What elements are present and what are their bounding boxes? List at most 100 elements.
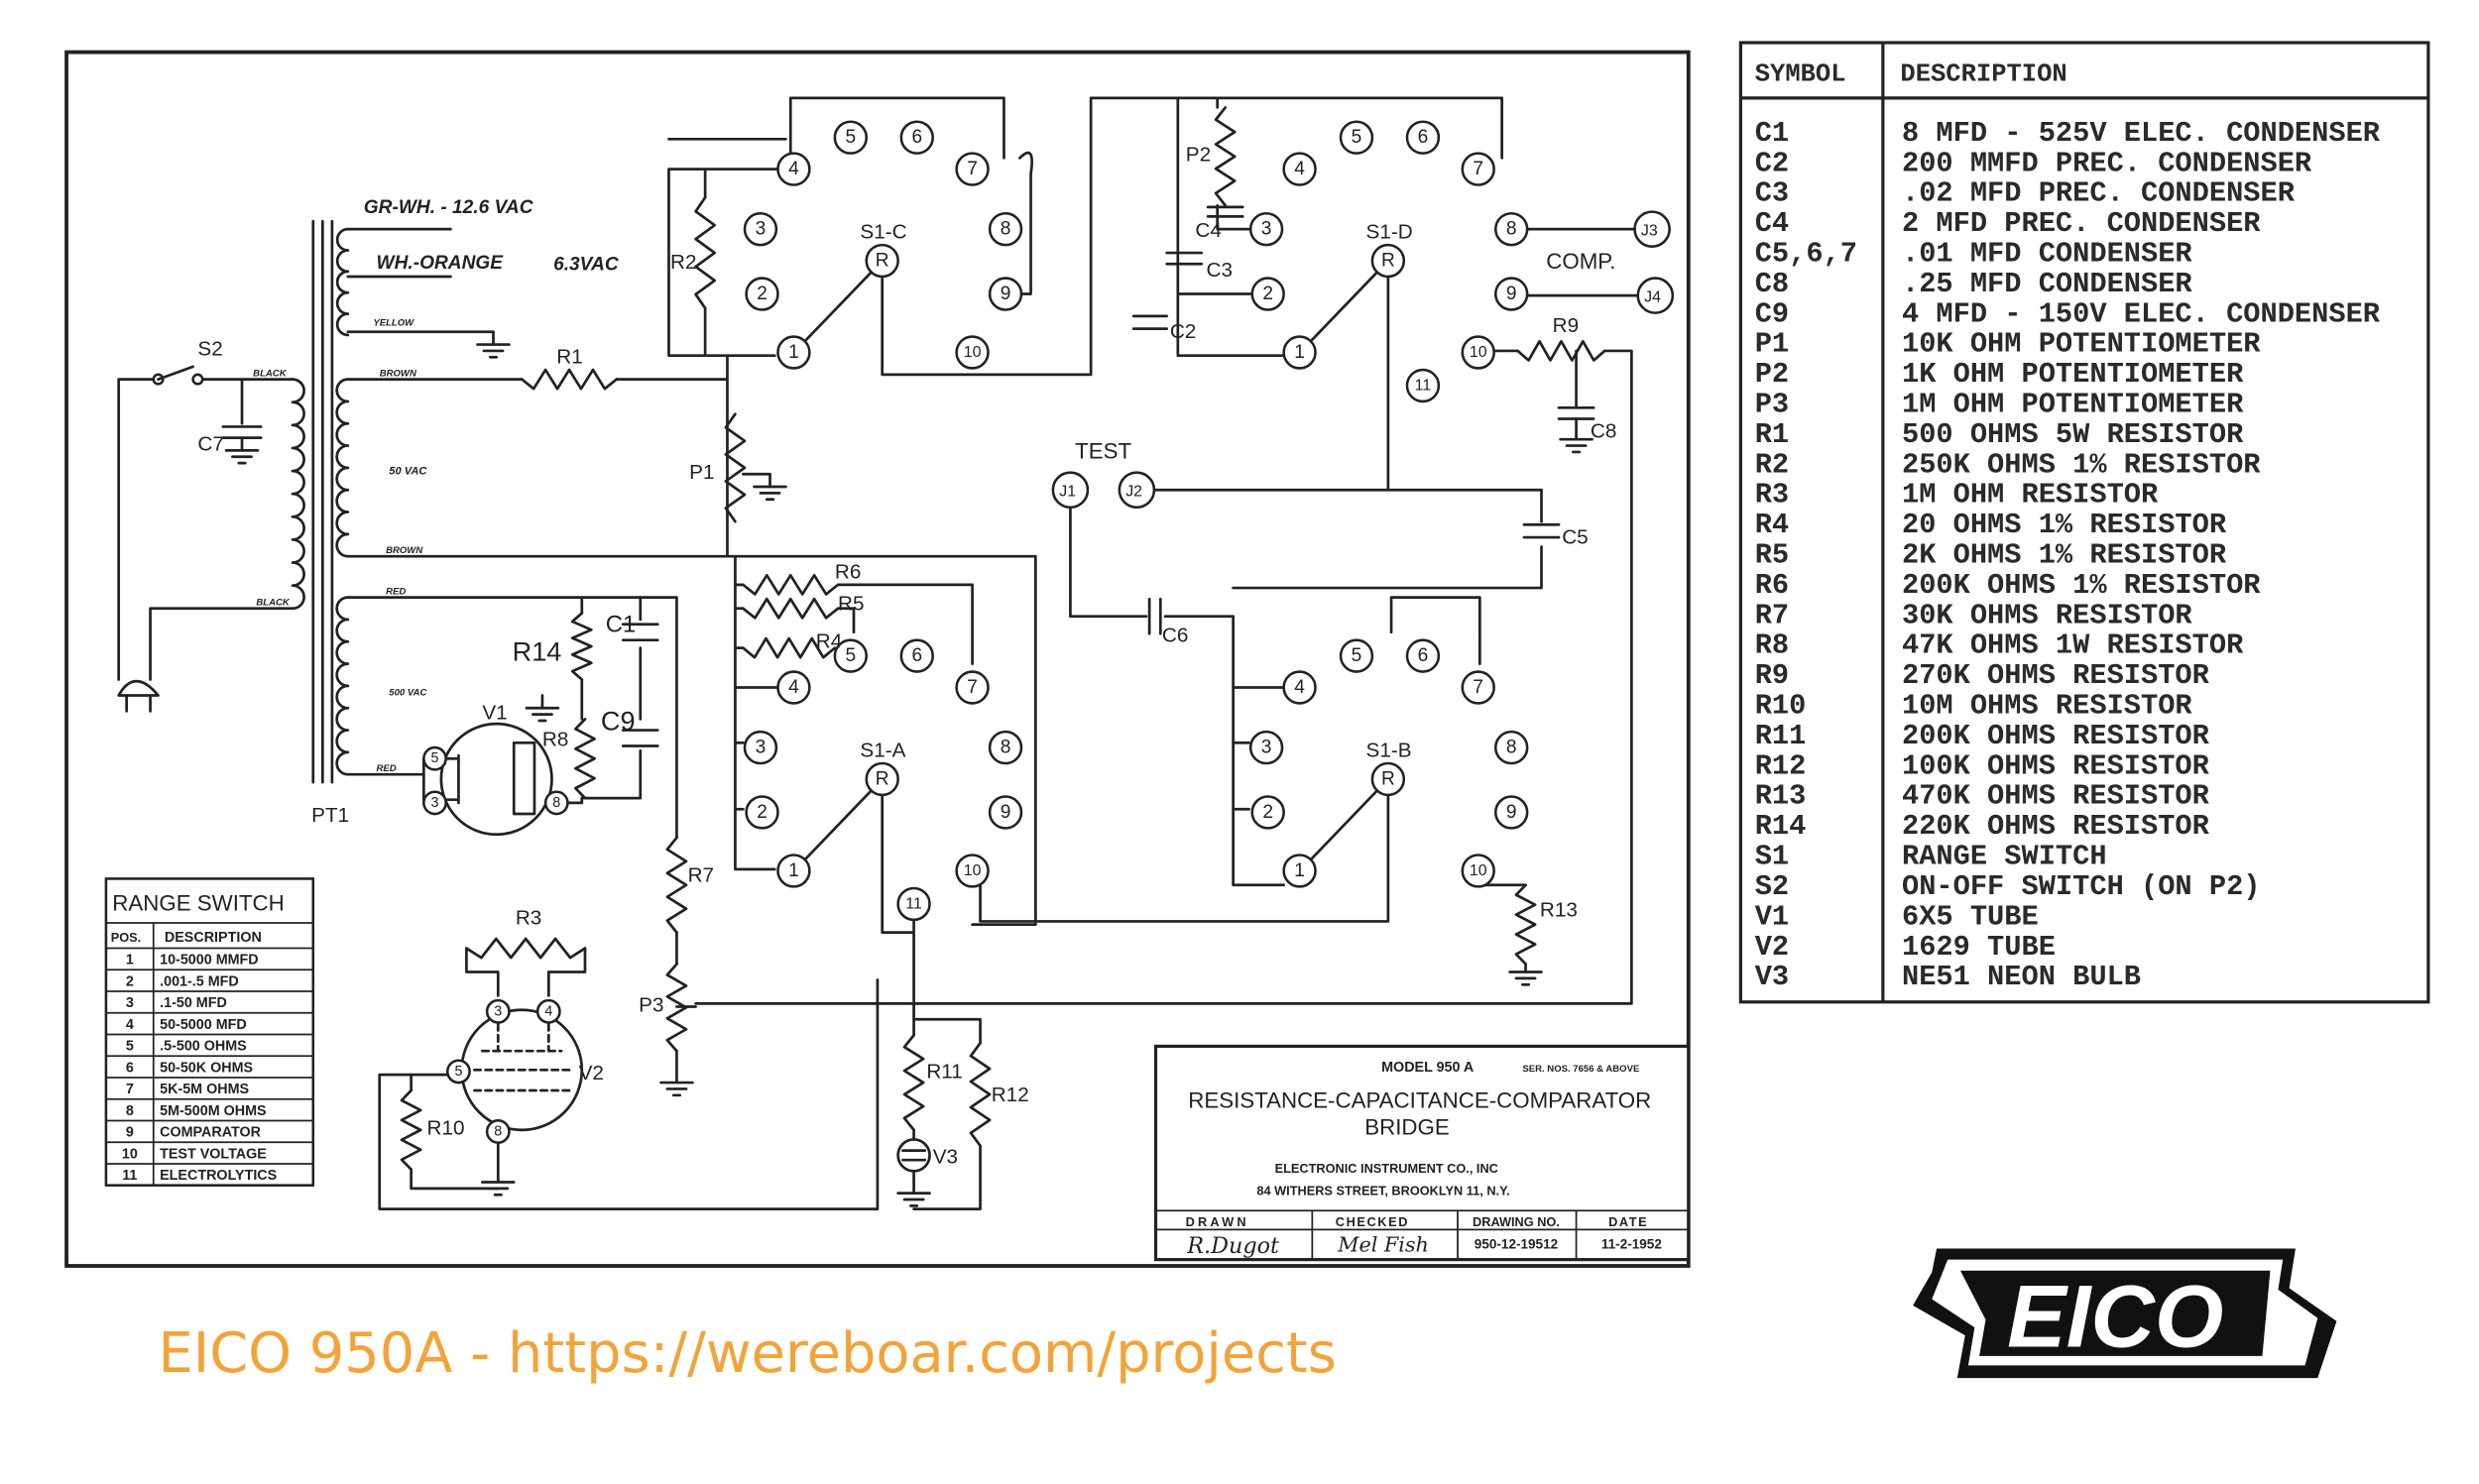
part-symbol: R11: [1755, 720, 1807, 752]
range-description: 5M-500M OHMS: [160, 1103, 266, 1119]
switch-terminal: [1248, 211, 1284, 247]
part-symbol: S2: [1755, 870, 1789, 903]
label-c9: C9: [601, 706, 636, 737]
ground-icon: [224, 449, 260, 465]
switch-terminal: [833, 638, 869, 673]
terminal-number: 8: [1001, 219, 1011, 240]
range-switch-row: 3.1-50 MFD: [105, 995, 313, 1014]
terminal-number: 2: [757, 802, 767, 823]
wire: [694, 349, 1633, 1005]
eico-logo: EICO: [1913, 1248, 2337, 1379]
ground-icon: [476, 343, 511, 359]
wire: [1018, 151, 1034, 295]
terminal-number: 1: [788, 860, 799, 881]
label-6-3vac: 6.3VAC: [553, 255, 620, 276]
power-plug-icon: [117, 679, 160, 713]
range-switch-row: 8 5M-500M OHMS: [105, 1103, 313, 1122]
label-red-2: RED: [377, 763, 397, 774]
label-comp: COMP.: [1546, 249, 1615, 274]
part-symbol: C5,6,7: [1755, 237, 1857, 270]
range-description: 50-5000 MFD: [160, 1017, 247, 1033]
terminal-number: 9: [1506, 284, 1517, 304]
part-symbol: C9: [1755, 297, 1789, 330]
switch-terminal: [776, 854, 811, 888]
label-gr-wh-12-6vac: GR-WH. - 12.6 VAC: [364, 197, 534, 218]
part-description: 4 MFD - 150V ELEC. CONDENSER: [1902, 297, 2381, 330]
range-pos: 2: [126, 973, 134, 989]
wire: [117, 378, 295, 681]
grounds: [224, 343, 1594, 1207]
part-symbol: R7: [1755, 599, 1789, 631]
part-description: 1K OHM POTENTIOMETER: [1902, 358, 2244, 391]
switch-terminal: [988, 211, 1023, 247]
range-description: COMPARATOR: [160, 1125, 262, 1141]
wire: [465, 947, 587, 997]
terminal-number: 1: [1294, 860, 1305, 881]
wire: [1069, 506, 1285, 887]
label-j2: J2: [1125, 484, 1142, 501]
terminal-number: 9: [1001, 802, 1011, 823]
jack-j2[interactable]: [1118, 471, 1156, 510]
v2-pin-5: 5: [454, 1064, 462, 1080]
wire: [1389, 596, 1481, 665]
part-symbol: R2: [1755, 448, 1789, 481]
switch-terminal: [833, 120, 869, 155]
terminal-number: 6: [911, 127, 922, 148]
part-symbol: C2: [1755, 147, 1789, 179]
terminal-number: 2: [1262, 284, 1273, 304]
range-description: 10-5000 MMFD: [160, 953, 259, 969]
v2-pin-4: 4: [544, 1003, 552, 1019]
resistor-r9: [1516, 340, 1606, 362]
capacitor-c5: [1522, 522, 1561, 539]
part-description: 250K OHMS 1% RESISTOR: [1902, 448, 2261, 481]
jack-j4[interactable]: [1636, 277, 1675, 314]
range-header-description: DESCRIPTION: [165, 930, 262, 946]
parts-list-row: V1 6X5 TUBE: [1755, 900, 2039, 933]
label-r2: R2: [670, 251, 697, 274]
jacks: [1051, 210, 1675, 510]
wire: [667, 168, 779, 358]
range-pos: 8: [126, 1103, 134, 1119]
part-description: 30K OHMS RESISTOR: [1902, 599, 2192, 631]
parts-list-row: C8.25 MFD CONDENSER: [1755, 268, 2193, 300]
range-pos: 4: [126, 1017, 134, 1033]
terminal-number: 8: [1506, 738, 1517, 758]
switch-terminal: [988, 730, 1023, 765]
terminal-number: 7: [967, 677, 978, 698]
switch-terminal: [1405, 368, 1441, 403]
eico-logo-text: EICO: [2007, 1266, 2223, 1365]
jack-j1[interactable]: [1051, 471, 1090, 510]
label-black: BLACK: [253, 368, 288, 379]
label-s2: S2: [197, 338, 222, 361]
part-description: .02 MFD PREC. CONDENSER: [1902, 177, 2296, 210]
part-symbol: V1: [1755, 900, 1789, 933]
date-label: DATE: [1608, 1214, 1648, 1229]
label-c4: C4: [1195, 219, 1222, 242]
switch-terminal: [776, 152, 811, 186]
jack-j3[interactable]: [1633, 210, 1671, 248]
switch-terminal: [1493, 730, 1529, 765]
wire: [240, 417, 1578, 710]
parts-list-row: C3.02 MFD PREC. CONDENSER: [1755, 177, 2296, 210]
terminal-number: 7: [1473, 677, 1483, 698]
drawing-frame: [64, 50, 1691, 1268]
label-r3: R3: [516, 907, 542, 930]
label-black-2: BLACK: [256, 598, 291, 609]
wire: [979, 793, 1390, 923]
drawing-date: 11-2-1952: [1601, 1236, 1662, 1251]
range-switch-title: RANGE SWITCH: [112, 890, 284, 915]
switch-terminal: [743, 211, 778, 247]
part-description: 6X5 TUBE: [1902, 900, 2039, 933]
label-c8: C8: [1591, 420, 1617, 443]
wire: [734, 554, 779, 871]
transformer-core: [311, 219, 334, 784]
resistor-r2: [694, 195, 717, 310]
